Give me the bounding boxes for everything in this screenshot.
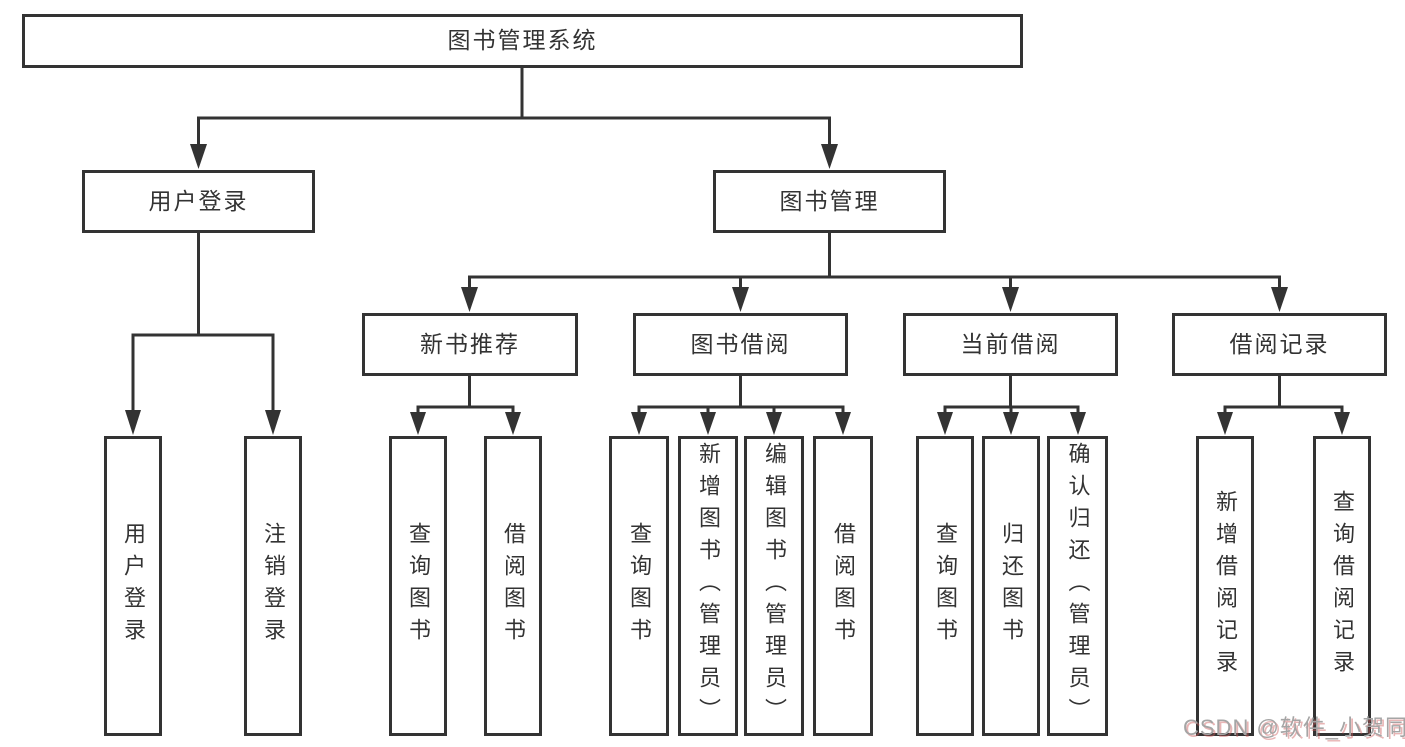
leaf-query-books-recommend: 查询图书 [389, 436, 447, 736]
node-current-borrow: 当前借阅 [903, 313, 1118, 376]
arrowhead [1002, 287, 1019, 312]
arrowhead [937, 412, 953, 435]
arrowhead [461, 287, 478, 312]
leaf-borrow-books-borrow: 借阅图书 [813, 436, 873, 736]
leaf-return-book: 归还图书 [982, 436, 1040, 736]
arrowhead [505, 412, 521, 435]
leaf-borrow-books-recommend: 借阅图书 [484, 436, 542, 736]
arrowhead [835, 412, 851, 435]
connector-new-book-recommend-to-leaves [410, 376, 521, 435]
leaf-user-login: 用户登录 [104, 436, 162, 736]
arrowhead [700, 412, 716, 435]
leaf-logout: 注销登录 [244, 436, 302, 736]
arrowhead [631, 412, 647, 435]
leaf-add-book-admin: 新增图书（管理员） [678, 436, 738, 736]
arrowhead [1070, 412, 1086, 435]
leaf-edit-book-admin: 编辑图书（管理员） [744, 436, 804, 736]
leaf-add-borrow-record: 新增借阅记录 [1196, 436, 1254, 736]
arrowhead [1271, 287, 1288, 312]
leaf-query-books-current: 查询图书 [916, 436, 974, 736]
connector-root-to-level1 [190, 68, 838, 169]
node-book-borrow: 图书借阅 [633, 313, 848, 376]
leaf-query-books-borrow: 查询图书 [609, 436, 669, 736]
arrowhead [1334, 412, 1350, 435]
connector-user-login-to-leaves [125, 233, 281, 435]
arrowhead [766, 412, 782, 435]
arrowhead [1217, 412, 1233, 435]
node-user-login: 用户登录 [82, 170, 315, 233]
connector-book-management-to-level2 [461, 233, 1288, 312]
arrowhead [265, 410, 281, 435]
arrowhead [410, 412, 426, 435]
leaf-query-borrow-record: 查询借阅记录 [1313, 436, 1371, 736]
node-new-book-recommend: 新书推荐 [362, 313, 578, 376]
connector-current-borrow-to-leaves [937, 376, 1086, 435]
leaf-confirm-return-admin: 确认归还（管理员） [1047, 436, 1108, 736]
connector-book-borrow-to-leaves [631, 376, 851, 435]
arrowhead [190, 144, 207, 169]
connector-borrow-records-to-leaves [1217, 376, 1350, 435]
node-library-management-system: 图书管理系统 [22, 14, 1023, 68]
arrowhead [732, 287, 749, 312]
arrowhead [1003, 412, 1019, 435]
arrowhead [125, 410, 141, 435]
node-borrow-records: 借阅记录 [1172, 313, 1387, 376]
arrowhead [821, 144, 838, 169]
node-book-management: 图书管理 [713, 170, 946, 233]
csdn-watermark: CSDN @软件_小贺同学 [1183, 715, 1405, 740]
